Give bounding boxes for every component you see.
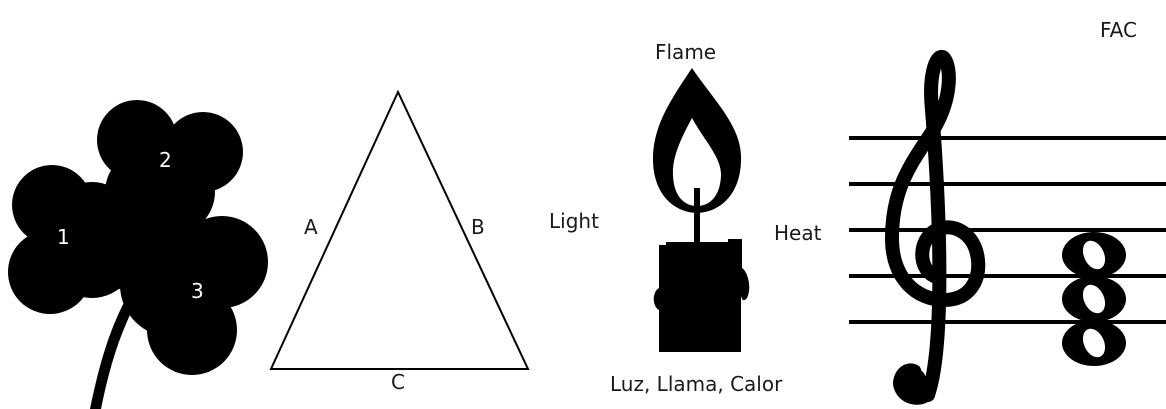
candle-figure: Flame Light Heat Luz, Llama, Calor	[549, 40, 822, 396]
music-staff-figure: FAC	[849, 18, 1166, 405]
candle-wick	[694, 188, 700, 244]
note-f	[1062, 320, 1126, 366]
candle-body	[653, 239, 750, 352]
note-c	[1062, 232, 1126, 278]
triangle-outline	[269, 89, 530, 370]
candle-inner-flame	[672, 118, 722, 206]
heat-label: Heat	[774, 221, 822, 245]
chord-notes	[1062, 232, 1126, 366]
luz-llama-calor-label: Luz, Llama, Calor	[610, 372, 783, 396]
triangle-side-b-label: B	[471, 215, 485, 239]
leaf-label-2: 2	[159, 148, 172, 172]
triangle-figure: A B C	[269, 89, 530, 394]
shamrock-leaf-2	[97, 100, 243, 240]
light-label: Light	[549, 209, 599, 233]
fac-label: FAC	[1100, 18, 1137, 42]
triangle-side-c-label: C	[391, 370, 405, 394]
leaf-label-3: 3	[191, 279, 204, 303]
flame-label: Flame	[655, 40, 716, 64]
shamrock-figure: 1 2 3	[8, 100, 268, 409]
treble-clef-tail-dot	[893, 366, 927, 400]
leaf-label-1: 1	[57, 225, 70, 249]
shamrock-center	[86, 190, 170, 290]
note-a	[1062, 276, 1126, 322]
triangle-side-a-label: A	[304, 215, 318, 239]
shamrock-stem	[90, 285, 142, 409]
